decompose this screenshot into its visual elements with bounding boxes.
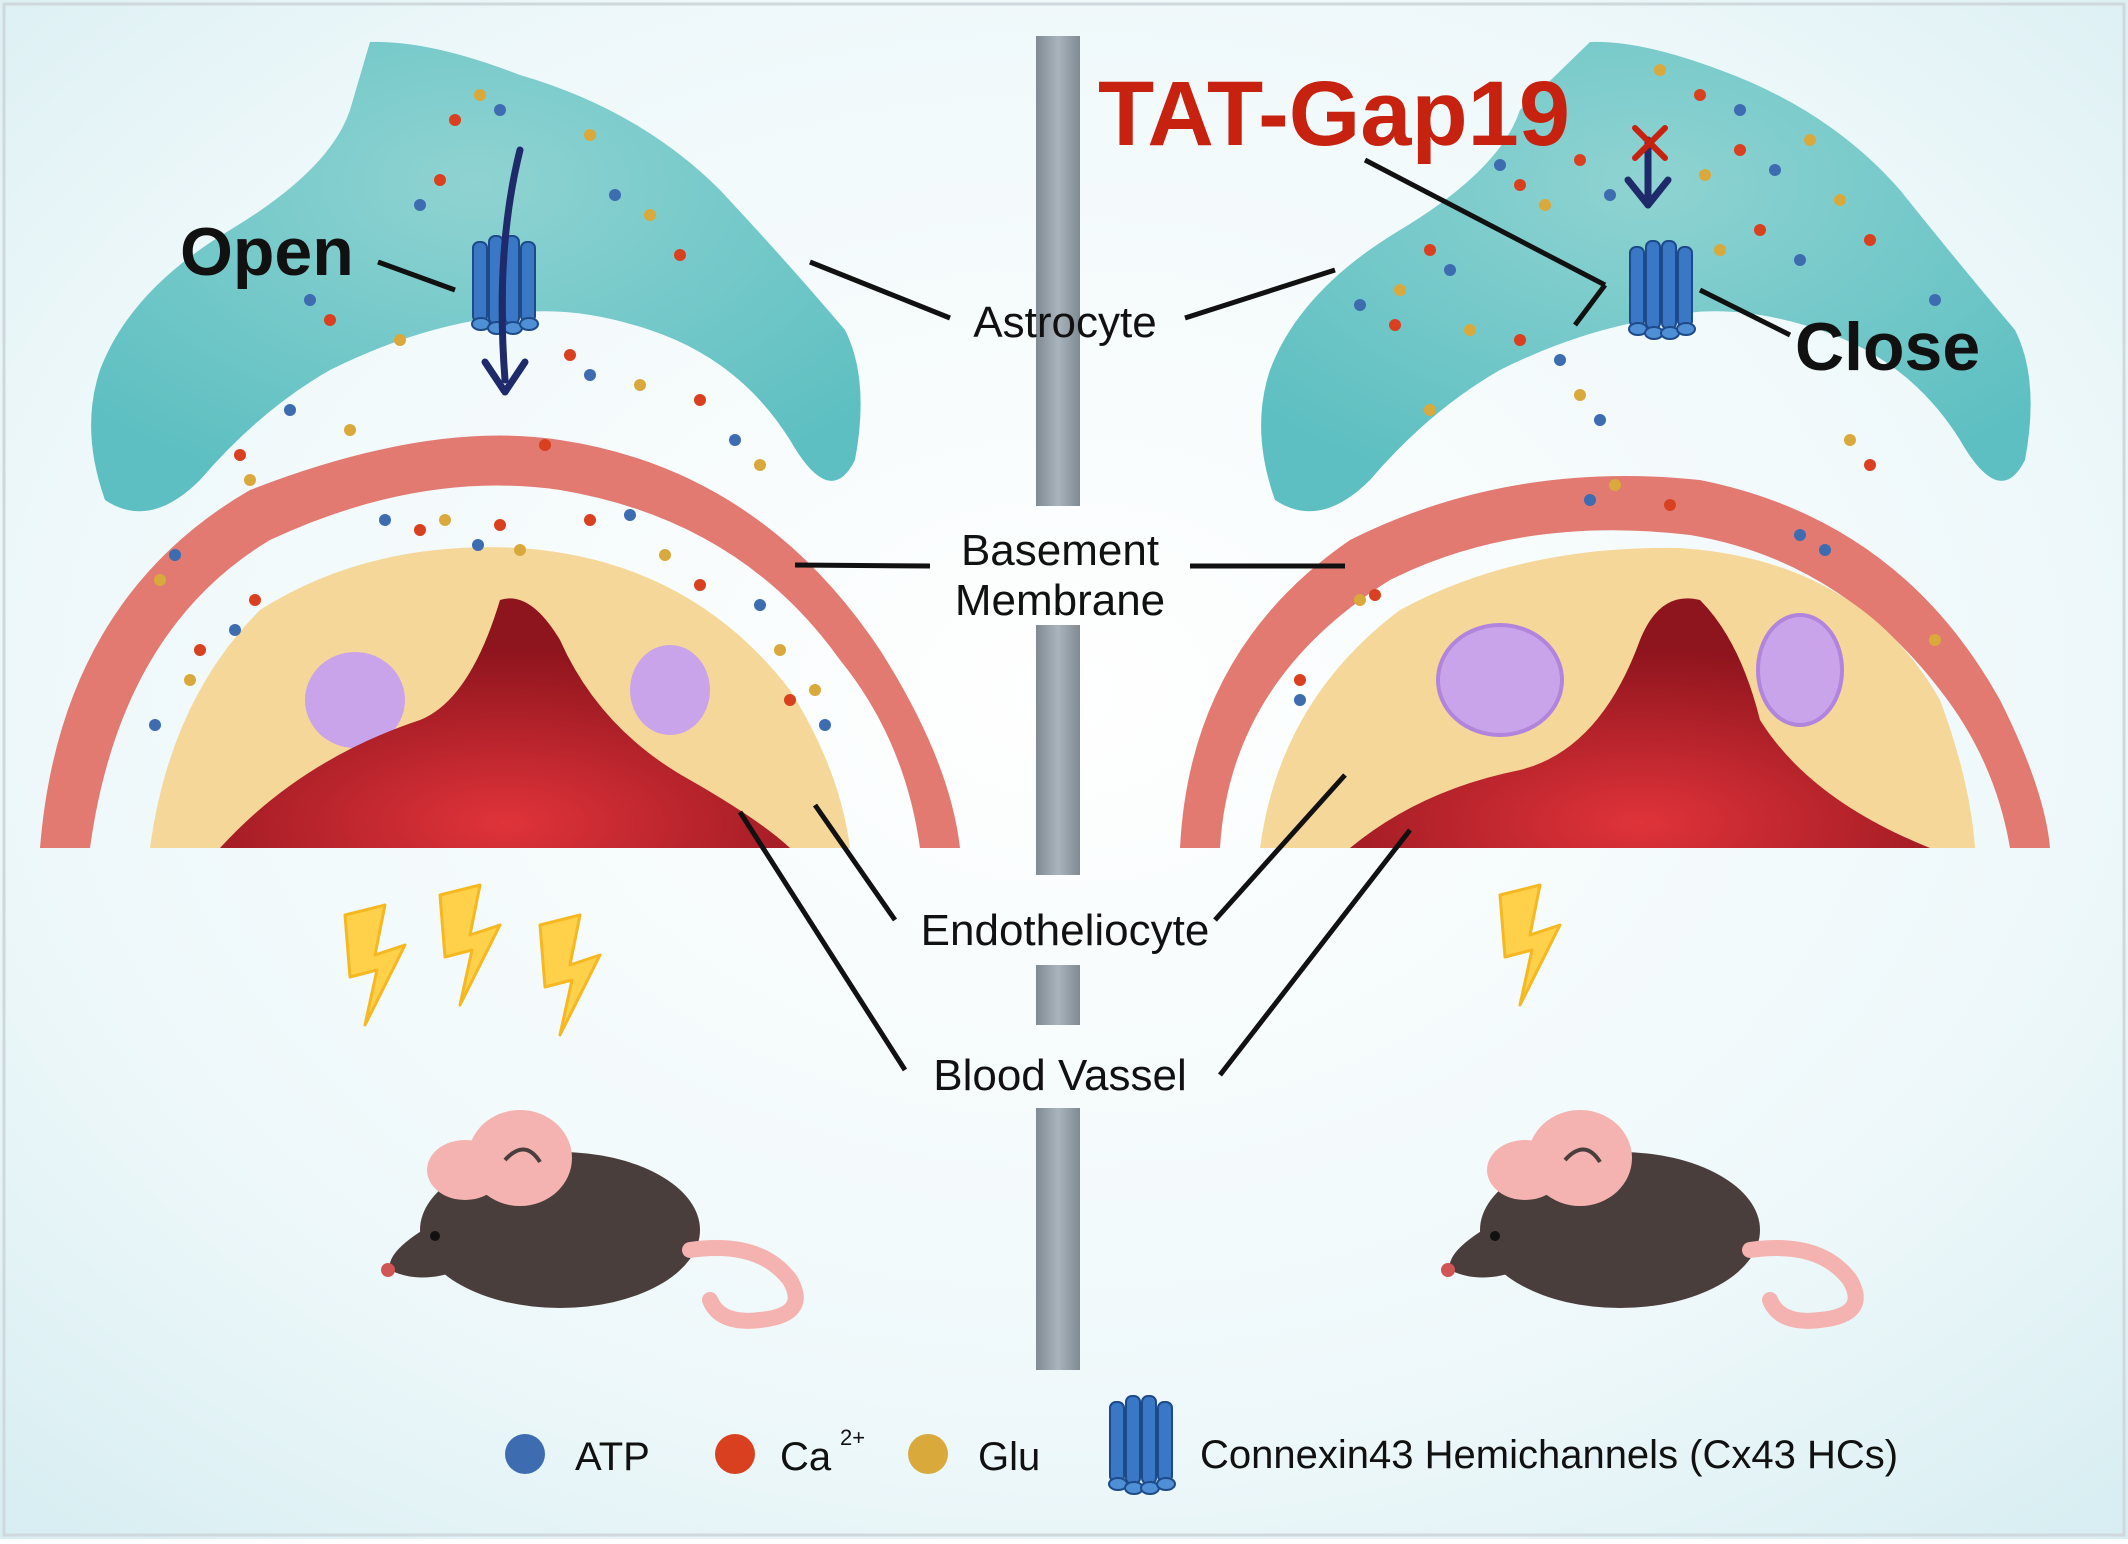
legend-glu-label: Glu bbox=[978, 1435, 1040, 1479]
efflux-arrow-left bbox=[498, 146, 524, 384]
astrocyte-label: Astrocyte bbox=[973, 298, 1156, 347]
close-label: Close bbox=[1795, 309, 1980, 385]
block-x-icon bbox=[1632, 125, 1668, 161]
legend-ca-label: Ca bbox=[780, 1435, 832, 1479]
molecules-left bbox=[149, 89, 831, 731]
legend-channel-label: Connexin43 Hemichannels (Cx43 HCs) bbox=[1200, 1433, 1898, 1477]
blood-vessel-right bbox=[1350, 598, 1930, 848]
nucleus-left-2 bbox=[630, 645, 710, 735]
legend-atp-marker bbox=[505, 1434, 545, 1474]
basement-membrane-label-line1: Basement bbox=[961, 526, 1159, 575]
legend-ca-marker bbox=[715, 1434, 755, 1474]
nucleus-right-2 bbox=[1756, 613, 1844, 727]
legend: ATP Ca 2+ Glu Connexin43 Hemichannels (C… bbox=[505, 1395, 1898, 1495]
legend-atp-label: ATP bbox=[575, 1435, 650, 1479]
center-divider bbox=[1036, 36, 1080, 1370]
basement-membrane-right bbox=[1180, 476, 2050, 848]
blood-vessel-left bbox=[220, 598, 790, 848]
inhibitor-label: TAT-Gap19 bbox=[1098, 63, 1570, 165]
leader-lines bbox=[377, 157, 1792, 1077]
basement-membrane-left bbox=[40, 435, 960, 848]
blood-vessel-label: Blood Vassel bbox=[933, 1051, 1187, 1100]
left-panel bbox=[40, 41, 960, 1321]
basement-membrane-label-line2: Membrane bbox=[955, 576, 1165, 625]
endotheliocyte-label: Endotheliocyte bbox=[921, 906, 1210, 955]
legend-ca-superscript: 2+ bbox=[840, 1425, 865, 1450]
legend-channel-icon bbox=[1108, 1395, 1176, 1495]
nucleus-left-1 bbox=[305, 652, 405, 748]
legend-glu-marker bbox=[908, 1434, 948, 1474]
molecules-right bbox=[1294, 64, 1941, 706]
channel-icon-right bbox=[1628, 240, 1696, 340]
nucleus-right-1 bbox=[1436, 623, 1564, 737]
open-label: Open bbox=[180, 214, 354, 290]
right-panel bbox=[1180, 41, 2050, 1321]
